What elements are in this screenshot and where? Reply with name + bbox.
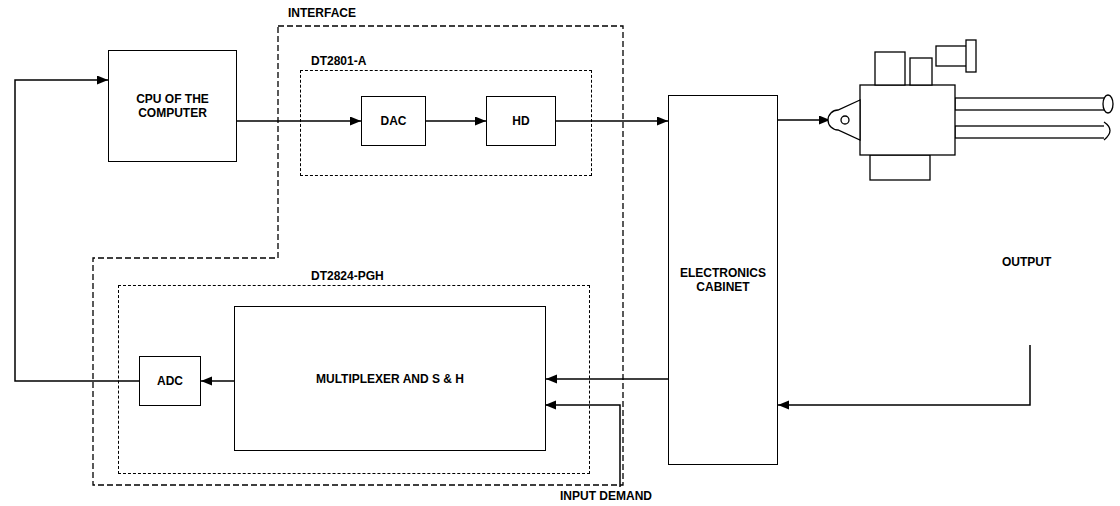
board-group: DT2801-ADACHD [300, 70, 592, 176]
output-wire [778, 345, 1030, 405]
robot-cylinder [966, 40, 976, 72]
process-box: ADC [139, 356, 201, 406]
process-box: HD [486, 96, 556, 146]
signal-arrow [201, 380, 234, 382]
signal-label: OUTPUT [1000, 256, 1053, 269]
signal-arrow [426, 120, 486, 122]
group-heading: DT2801-A [311, 54, 366, 68]
robot-arm-upper [955, 98, 1105, 110]
robot-arm-lower [955, 126, 1105, 138]
process-box: CPU OF THE COMPUTER [108, 50, 237, 162]
process-box: DAC [361, 96, 426, 146]
robot-gripper [1104, 122, 1110, 140]
signal-arrow [546, 378, 668, 380]
robot-motor [910, 58, 932, 85]
board-group: DT2824-PGHADCMULTIPLEXER AND S & H [118, 285, 590, 474]
process-box: ELECTRONICS CABINET [668, 95, 778, 465]
robot-body [860, 85, 955, 155]
robot-gripper [1103, 95, 1113, 113]
interface-outline [93, 26, 623, 485]
group-heading: DT2824-PGH [311, 269, 384, 283]
control-wire [778, 119, 830, 121]
box-label: HD [512, 114, 529, 128]
robot-motor [875, 52, 905, 85]
signal-label: INPUT DEMAND [558, 490, 654, 503]
box-label: DAC [381, 114, 407, 128]
group-heading: INTERFACE [288, 6, 356, 20]
box-label: ELECTRONICS CABINET [675, 266, 771, 294]
box-label: CPU OF THE COMPUTER [115, 92, 230, 120]
box-label: ADC [157, 374, 183, 388]
robot-lower-box [870, 155, 930, 180]
box-label: MULTIPLEXER AND S & H [316, 372, 464, 386]
robot-pivot [841, 116, 849, 124]
robot-hub [828, 100, 860, 140]
process-box: MULTIPLEXER AND S & H [234, 306, 546, 451]
signal-arrow [237, 120, 361, 122]
input-demand-wire [545, 405, 620, 487]
signal-arrow [556, 120, 668, 122]
